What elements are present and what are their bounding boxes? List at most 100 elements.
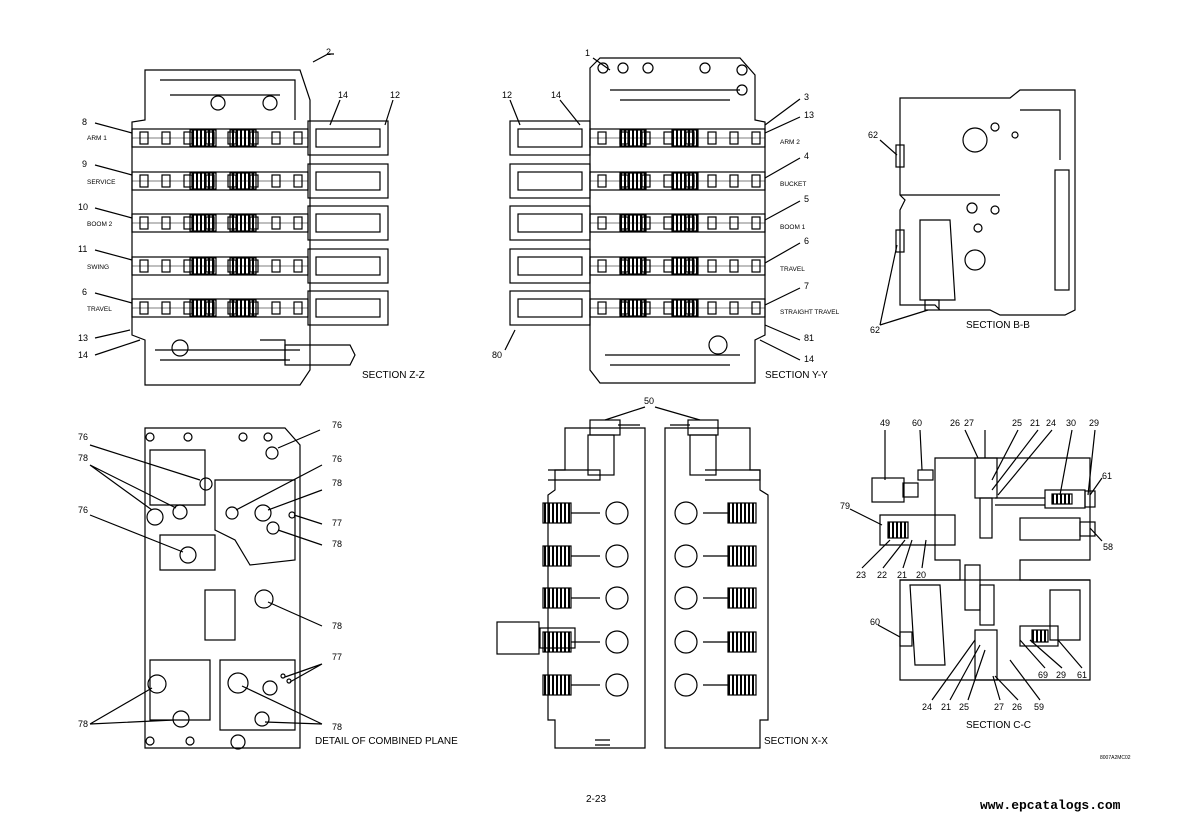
plane-callout: 76: [332, 420, 342, 430]
spool-land: [293, 259, 303, 273]
spring-coil: [542, 587, 572, 609]
spring-coil: [727, 674, 757, 696]
spring-coil: [619, 257, 647, 275]
spring-coil: [727, 587, 757, 609]
spring-coil: [229, 299, 257, 317]
spool-land: [139, 259, 149, 273]
spool-land: [139, 174, 149, 188]
yy-callout: 7: [804, 281, 809, 291]
cc-callout-left: 58: [1103, 542, 1113, 552]
spool-land: [161, 131, 171, 145]
zz-callout: 6: [82, 287, 87, 297]
combined-plane-labels: 76 76 76 76 78 78 78 78 77 78 77 78 DETA…: [78, 420, 458, 747]
zz-callout: 12: [390, 90, 400, 100]
spool-land: [293, 174, 303, 188]
yy-callout: 12: [502, 90, 512, 100]
section-xx-title: SECTION X-X: [764, 736, 828, 747]
section-zz-view: [94, 53, 394, 386]
spring-coil: [229, 129, 257, 147]
spool-land: [707, 131, 717, 145]
spring-coil: [189, 214, 217, 232]
yy-callout: 14: [551, 90, 561, 100]
cc-callout-top: 60: [912, 418, 922, 428]
zz-label-boom2: BOOM 2: [87, 221, 113, 228]
pilot-block: [509, 120, 591, 156]
zz-callout: 10: [78, 202, 88, 212]
port-bore: [674, 630, 698, 654]
yy-callout: 6: [804, 236, 809, 246]
pilot-block-inner: [517, 298, 583, 318]
pilot-block: [509, 290, 591, 326]
zz-callout: 14: [338, 90, 348, 100]
section-cc-labels: 49 60 26 27 25 21 24 30 29 61 79 23 22 2…: [840, 418, 1113, 731]
spring-coil: [671, 129, 699, 147]
pilot-block-inner: [517, 213, 583, 233]
spring-coil: [671, 214, 699, 232]
yy-callout: 80: [492, 350, 502, 360]
spool-land: [293, 301, 303, 315]
combined-plane-title: DETAIL OF COMBINED PLANE: [315, 736, 458, 747]
spring-coil: [619, 214, 647, 232]
pilot-block: [509, 163, 591, 199]
spool-land: [729, 131, 739, 145]
spring-coil: [619, 299, 647, 317]
spool-land: [707, 174, 717, 188]
yy-callout: 4: [804, 151, 809, 161]
pilot-block-inner: [517, 128, 583, 148]
spool-land: [707, 259, 717, 273]
cc-callout-top: 30: [1066, 418, 1076, 428]
plane-callout: 78: [332, 539, 342, 549]
cc-callout-left: 22: [877, 570, 887, 580]
pilot-block-inner: [315, 256, 381, 276]
cc-callout-left: 23: [856, 570, 866, 580]
zz-callout: 2: [326, 47, 331, 57]
section-xx-labels: 50 SECTION X-X: [644, 396, 828, 747]
plane-callout: 78: [332, 478, 342, 488]
zz-callout: 8: [82, 117, 87, 127]
cc-callout-bottom: 59: [1034, 702, 1044, 712]
pilot-block: [307, 120, 389, 156]
zz-label-travel: TRAVEL: [87, 306, 112, 313]
port-bore: [674, 673, 698, 697]
yy-callout: 13: [804, 110, 814, 120]
pilot-block: [307, 248, 389, 284]
section-yy-labels: ARM 2 BUCKET BOOM 1 TRAVEL STRAIGHT TRAV…: [492, 48, 840, 381]
spring-coil: [542, 674, 572, 696]
yy-label-boom1: BOOM 1: [780, 224, 806, 231]
port-bore: [605, 630, 629, 654]
spool-land: [729, 216, 739, 230]
page-number: 2-23: [586, 794, 606, 805]
cc-callout-left: 79: [840, 501, 850, 511]
pilot-block-inner: [517, 171, 583, 191]
plane-callout: 78: [332, 722, 342, 732]
section-cc-title: SECTION C-C: [966, 720, 1031, 731]
spool-land: [597, 131, 607, 145]
watermark: www.epcatalogs.com: [980, 798, 1121, 813]
plane-callout: 77: [332, 652, 342, 662]
cc-callout-bottom: 27: [994, 702, 1004, 712]
cc-callout-top: 26: [950, 418, 960, 428]
spring-coil: [229, 172, 257, 190]
cc-callout-bottom: 69: [1038, 670, 1048, 680]
port-bore: [674, 544, 698, 568]
combined-plane-view: [89, 427, 323, 750]
section-bb-view: [879, 89, 1076, 326]
plane-callout: 78: [78, 719, 88, 729]
spool-land: [751, 131, 761, 145]
plane-callout: 76: [332, 454, 342, 464]
port-bore: [605, 501, 629, 525]
spool-land: [729, 174, 739, 188]
cc-callout-top: 27: [964, 418, 974, 428]
yy-label-straight-travel: STRAIGHT TRAVEL: [780, 309, 840, 316]
pilot-block: [307, 290, 389, 326]
spool-land: [161, 174, 171, 188]
spool-land: [729, 301, 739, 315]
spool-land: [139, 131, 149, 145]
cc-callout-top: 21: [1030, 418, 1040, 428]
spring-coil: [727, 545, 757, 567]
spring-coil: [671, 172, 699, 190]
cc-callout-top: 24: [1046, 418, 1056, 428]
zz-label-arm1: ARM 1: [87, 135, 107, 142]
